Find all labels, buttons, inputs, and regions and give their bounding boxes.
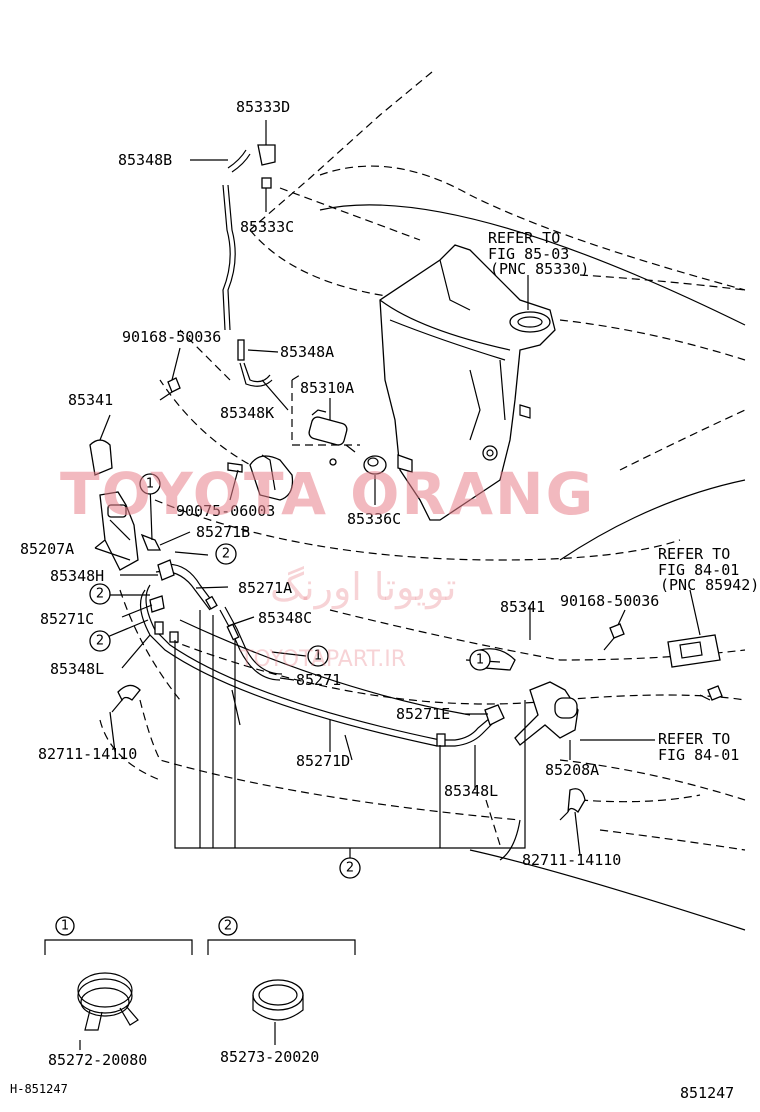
label-90168-b: 90168-50036 [560,592,659,610]
watermark-persian: تویوتا اورنگ [270,565,457,610]
label-85348B: 85348B [118,151,172,169]
label-refer-84-01-c: (PNC 85942) [660,576,759,594]
watermark-main: TOYOTA ORANG [60,460,595,528]
grommet [363,455,387,475]
label-85272: 85272-20080 [48,1051,147,1069]
hose-clips [111,684,586,821]
washer-pump [291,374,360,466]
label-85348H: 85348H [50,567,104,585]
legend: 1 2 [44,916,356,1050]
legend-callout-1: 1 [61,919,69,934]
label-85336C: 85336C [347,510,401,528]
label-85348K: 85348K [220,404,274,422]
upper-hose [222,144,276,387]
label-85341-b: 85341 [500,598,545,616]
label-85271: 85271 [296,671,341,689]
label-85348C: 85348C [258,609,312,627]
callout-1-c: 1 [476,653,484,668]
label-refer-84-01-d: REFER TO [658,730,730,748]
band-clamp [252,979,304,1045]
callout-2-c: 2 [96,634,104,649]
label-85348L-a: 85348L [50,660,104,678]
callout-circles: 1 2 2 2 1 1 2 [89,473,491,879]
spring-clamp [77,972,139,1050]
leader-lines [94,120,701,856]
label-85208A: 85208A [545,761,599,779]
label-85333C: 85333C [240,218,294,236]
label-85348L-b: 85348L [444,782,498,800]
label-refer-84-01-a: REFER TO [658,545,730,563]
label-85271E: 85271E [396,705,450,723]
pump-bracket [227,454,294,501]
callout-1-b: 1 [314,649,322,664]
bolts [159,377,723,701]
watermark: TOYOTA ORANG تویوتا اورنگ TOYOTAPART.IR [60,460,595,672]
label-85271A: 85271A [238,579,292,597]
label-82711-b: 82711-14110 [522,851,621,869]
footer-right: 851247 [680,1084,734,1102]
label-85333D: 85333D [236,98,290,116]
label-90075: 90075-06003 [176,502,275,520]
washer-tank [379,244,556,521]
callout-2-a: 2 [222,547,230,562]
label-85348A: 85348A [280,343,334,361]
label-85341-a: 85341 [68,391,113,409]
label-85271D: 85271D [296,752,350,770]
bumper-bracket [667,634,721,668]
body-outline [99,71,746,931]
callout-1-a: 1 [146,477,154,492]
footer-left: H-851247 [10,1082,68,1096]
label-refer-85-03-c: (PNC 85330) [490,260,589,278]
part-labels: 85333D 85348B 85333C REFER TO FIG 85-03 … [10,98,759,1102]
label-refer-84-01-b: FIG 84-01 [658,561,739,579]
label-85271B: 85271B [196,523,250,541]
label-85273: 85273-20020 [220,1048,319,1066]
label-refer-84-01-e: FIG 84-01 [658,746,739,764]
legend-callout-2: 2 [224,919,232,934]
label-85271C: 85271C [40,610,94,628]
callout-2-d: 2 [346,861,354,876]
label-85207A: 85207A [20,540,74,558]
nozzle-left [89,439,139,571]
nozzle-right [479,648,579,746]
label-90168-a: 90168-50036 [122,328,221,346]
watermark-site: TOYOTAPART.IR [239,647,406,672]
label-85310A: 85310A [300,379,354,397]
label-refer-85-03-b: FIG 85-03 [488,245,569,263]
label-82711-a: 82711-14110 [38,745,137,763]
callout-2-b: 2 [96,587,104,602]
label-refer-85-03-a: REFER TO [488,229,560,247]
